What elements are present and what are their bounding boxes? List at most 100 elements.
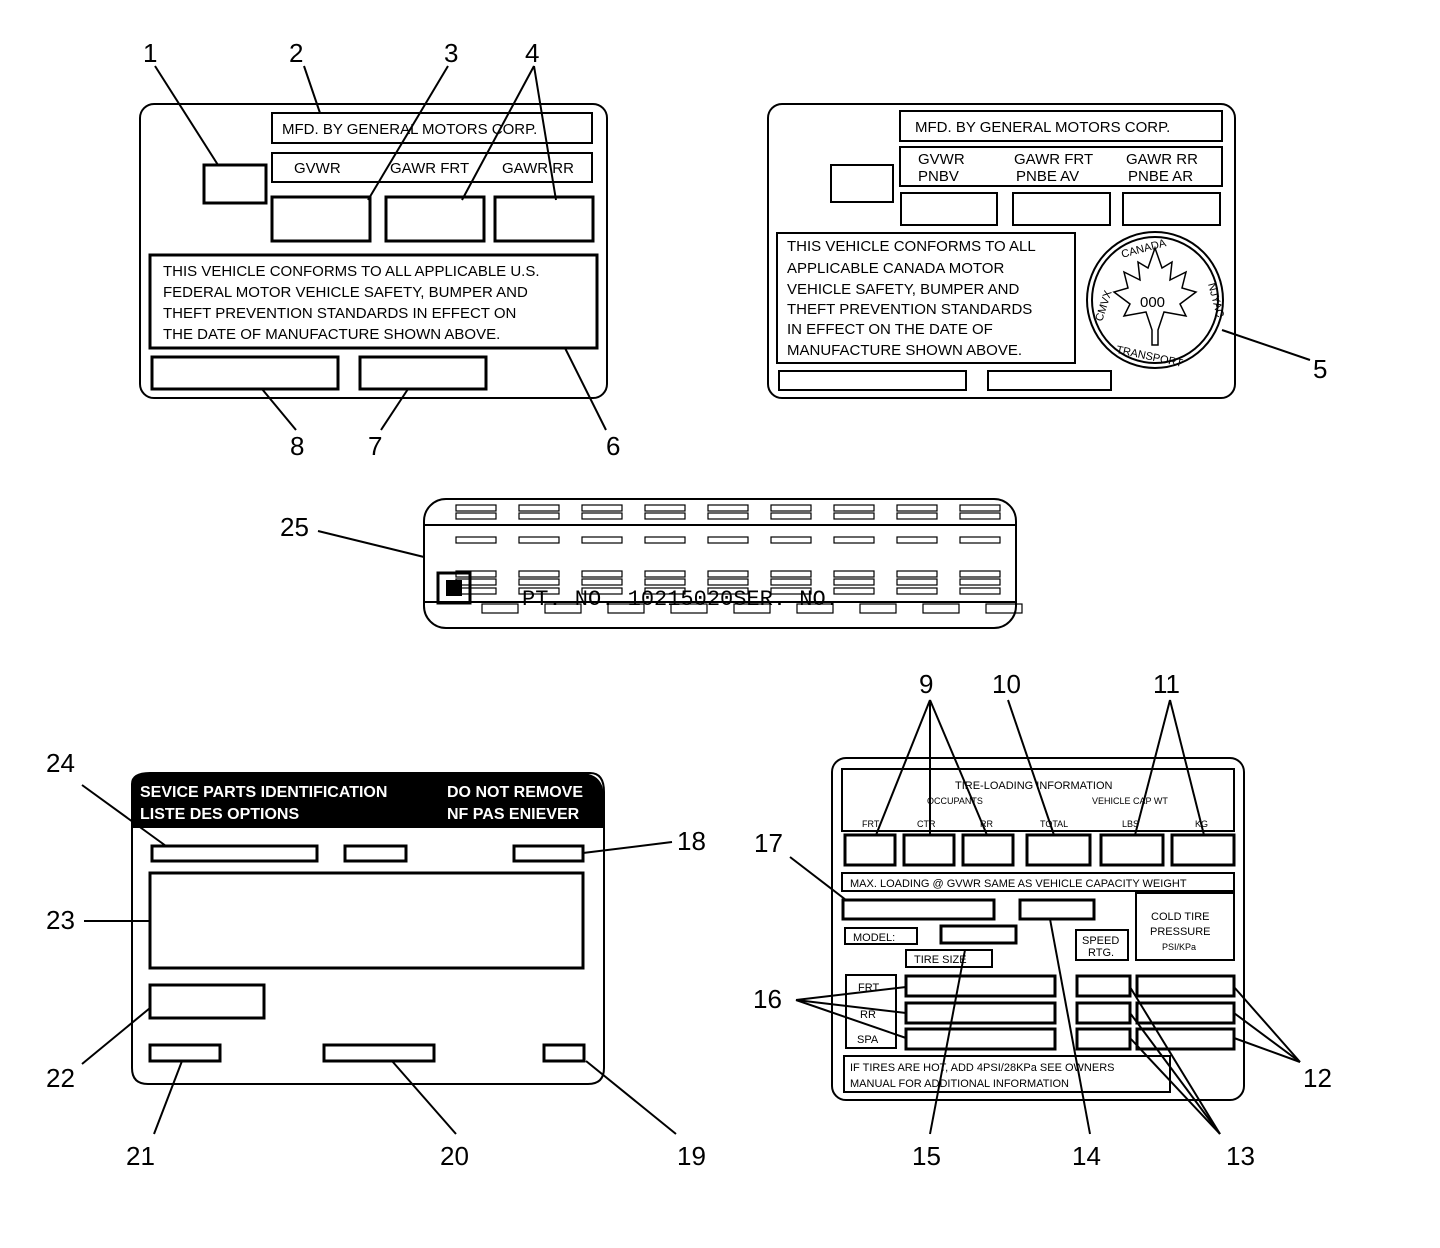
us-conformity-line-2: FEDERAL MOTOR VEHICLE SAFETY, BUMPER AND: [163, 284, 528, 301]
pattern-dash: [833, 536, 875, 544]
tire-rr-col: RR: [980, 819, 993, 829]
canada-conformity-line-5: IN EFFECT ON THE DATE OF: [787, 321, 993, 338]
service-small-box-18: [512, 844, 585, 863]
pattern-dash: [833, 570, 875, 578]
maple-leaf-icon: [1112, 245, 1198, 346]
seal-bottom-text: TRANSPORT: [1115, 344, 1184, 370]
part-number-label: PT. NO. 10215020SER. NO.: [423, 498, 1023, 629]
us-conformity-line-1: THIS VEHICLE CONFORMS TO ALL APPLICABLE …: [163, 263, 540, 280]
canada-gawr-frt-value-box: [1012, 192, 1111, 226]
tire-loading-label: TIRE-LOADING INFORMATION OCCUPANTS VEHIC…: [831, 757, 1245, 1101]
tire-frt-box: [843, 833, 897, 867]
callout-7: 7: [368, 431, 382, 461]
us-gawr-frt-value-box: [384, 195, 486, 243]
tire-lbs-col: LBS: [1122, 819, 1139, 829]
pattern-dash: [455, 512, 497, 520]
tire-row-spa: SPA: [857, 1034, 879, 1046]
callout-6: 6: [606, 431, 620, 461]
service-header-line-1: SEVICE PARTS IDENTIFICATION: [140, 784, 387, 801]
us-gawr-rr-text: GAWR RR: [502, 160, 574, 177]
tire-kg-box: [1170, 833, 1236, 867]
pattern-dash: [922, 603, 960, 614]
pattern-dash: [581, 512, 623, 520]
pattern-dash: [770, 570, 812, 578]
tire-spa-speed-box: [1075, 1027, 1132, 1051]
callout-15: 15: [912, 1141, 941, 1171]
tire-cold-3: PSI/KPa: [1162, 942, 1196, 952]
tire-model-value-box: [939, 924, 1018, 945]
tire-cold-pressure-box: [1135, 892, 1235, 961]
tire-cold-2: PRESSURE: [1150, 926, 1211, 938]
canada-pnbv-text: PNBV: [918, 168, 959, 185]
leader-lines: [81, 65, 1311, 1135]
tire-lbs-box: [1099, 833, 1165, 867]
pattern-dash: [455, 504, 497, 512]
service-vin-box: [150, 844, 319, 863]
canada-conformity-line-1: THIS VEHICLE CONFORMS TO ALL: [787, 238, 1036, 255]
tire-hot-1: IF TIRES ARE HOT, ADD 4PSI/28KPa SEE OWN…: [850, 1062, 1115, 1074]
pattern-dash: [707, 578, 749, 586]
canada-rating-header: [899, 146, 1223, 187]
pattern-dash: [581, 587, 623, 595]
service-label-header: [132, 773, 604, 828]
canada-type-box: [987, 370, 1112, 391]
seal-top-text: CANADA: [1120, 237, 1168, 261]
tire-rr-size-box: [904, 1001, 1057, 1025]
pattern-dash: [833, 587, 875, 595]
pattern-dash: [670, 603, 708, 614]
tire-size-box: [905, 949, 993, 968]
tire-box-14: [1018, 898, 1096, 921]
tire-box-17: [841, 898, 996, 921]
pattern-dash: [896, 578, 938, 586]
us-rating-header: [271, 152, 593, 183]
barcode-square-fill: [446, 580, 462, 596]
tire-row-rr: RR: [860, 1009, 876, 1021]
seal-left-text: CMVX: [1093, 288, 1114, 323]
pattern-dash: [455, 536, 497, 544]
us-conformity-box: [148, 253, 599, 350]
callout-16: 16: [753, 984, 782, 1014]
canada-gawr-frt-text: GAWR FRT: [1014, 151, 1093, 168]
transport-canada-seal: 000 CANADA TRANSPORT CMVX NJYAC: [1086, 231, 1226, 370]
pattern-dash: [959, 512, 1001, 520]
pattern-dash: [518, 536, 560, 544]
pattern-dash: [581, 504, 623, 512]
part-label-outline: [423, 498, 1017, 629]
canada-date-box: [830, 164, 894, 203]
pattern-dash: [644, 512, 686, 520]
tire-model-label: MODEL:: [853, 932, 895, 944]
pattern-dash: [959, 536, 1001, 544]
service-box-21: [148, 1043, 222, 1063]
pattern-dash: [481, 603, 519, 614]
tire-rr-speed-box: [1075, 1001, 1132, 1025]
barcode-square-icon: [436, 571, 472, 605]
pattern-dash: [833, 578, 875, 586]
tire-ctr-box: [902, 833, 956, 867]
seal-number: 000: [1140, 294, 1165, 311]
us-gawr-rr-value-box: [493, 195, 595, 243]
pattern-dash: [644, 587, 686, 595]
pattern-dash: [518, 512, 560, 520]
pattern-dash: [896, 570, 938, 578]
canada-conformity-line-4: THEFT PREVENTION STANDARDS: [787, 301, 1032, 318]
canada-mfd-box: [899, 110, 1223, 142]
us-mfd-box: [271, 112, 593, 144]
pattern-dash: [518, 504, 560, 512]
us-conformity-line-4: THE DATE OF MANUFACTURE SHOWN ABOVE.: [163, 326, 500, 343]
pattern-dash: [644, 578, 686, 586]
pattern-dash: [770, 504, 812, 512]
tire-rtg: RTG.: [1088, 947, 1114, 959]
us-certification-label: MFD. BY GENERAL MOTORS CORP. GVWR GAWR F…: [139, 103, 608, 399]
callout-22: 22: [46, 1063, 75, 1093]
pattern-dash: [896, 536, 938, 544]
pattern-dash: [707, 512, 749, 520]
tire-max-loading-box: [841, 872, 1235, 892]
tire-frt-pressure-box: [1135, 974, 1236, 998]
tire-max-loading: MAX. LOADING @ GVWR SAME AS VEHICLE CAPA…: [850, 878, 1187, 890]
canada-certification-label: MFD. BY GENERAL MOTORS CORP. GVWR PNBV G…: [767, 103, 1236, 399]
tire-speed-box: [1075, 929, 1129, 961]
tire-frt-speed-box: [1075, 974, 1132, 998]
canada-mfd-text: MFD. BY GENERAL MOTORS CORP.: [915, 119, 1170, 136]
pattern-dash: [796, 603, 834, 614]
tire-rr-pressure-box: [1135, 1001, 1236, 1025]
